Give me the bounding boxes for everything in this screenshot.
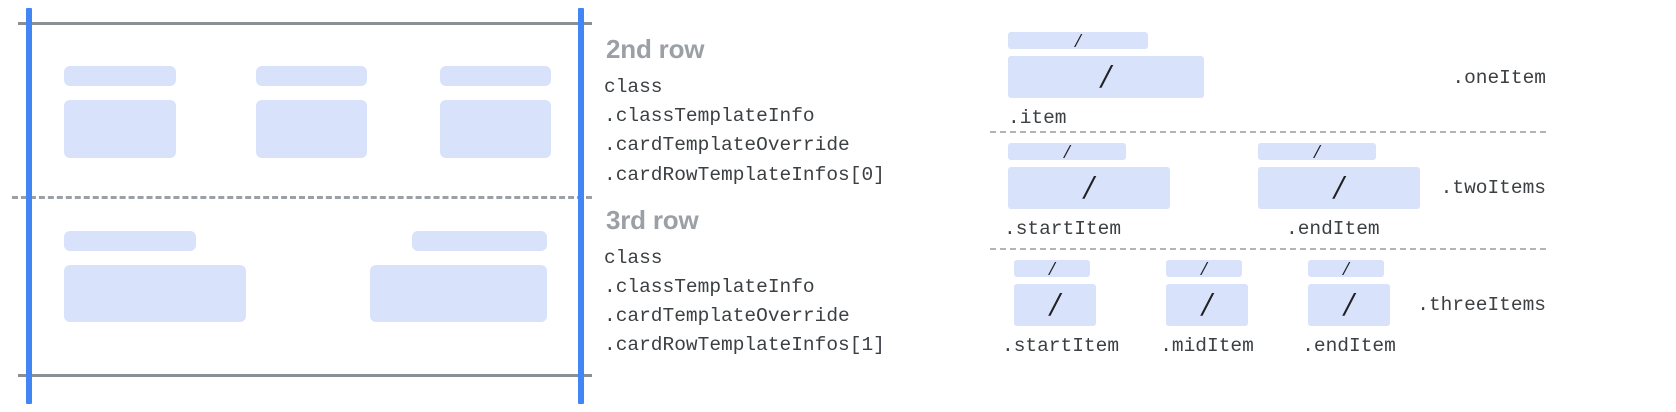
slash-glyph: / — [1075, 32, 1081, 49]
left-guide-line — [26, 8, 32, 404]
three-items-mid-sub-label: .midItem — [1160, 335, 1254, 357]
slash-glyph: / — [1084, 169, 1094, 206]
row2-col1-content-block — [64, 100, 176, 158]
row-2-code-line-3: .cardTemplateOverride — [604, 134, 850, 156]
row-3-title: 3rd row — [606, 205, 699, 235]
three-items-group-label: .threeItems — [1417, 294, 1546, 316]
slash-glyph: / — [1314, 143, 1320, 160]
one-item-group: / / .item .oneItem — [990, 0, 1550, 129]
start-item-label-bar: / — [1008, 143, 1126, 160]
row3-col1-content-block — [64, 265, 246, 322]
one-item-label-bar: / — [1008, 32, 1148, 49]
row-2-code-line-4: .cardRowTemplateInfos[0] — [604, 164, 885, 186]
two-items-start-cell: / / — [1008, 143, 1170, 209]
slash-glyph: / — [1101, 58, 1111, 95]
group-separator-1 — [990, 131, 1546, 133]
card-bottom-border — [18, 374, 592, 377]
right-guide-line — [578, 8, 584, 404]
row3-col2-label-block — [412, 231, 547, 251]
two-items-group-label: .twoItems — [1440, 177, 1546, 199]
row3-col1-label-block — [64, 231, 196, 251]
start-item-content-bar: / — [1008, 167, 1170, 209]
one-item-group-label: .oneItem — [1452, 67, 1546, 89]
slash-glyph: / — [1049, 260, 1055, 277]
card-layout-preview — [0, 0, 600, 412]
row-2-title: 2nd row — [606, 34, 705, 64]
mid-item-content-bar: / — [1166, 284, 1248, 326]
end-item-content-bar: / — [1258, 167, 1420, 209]
row-annotations: 2nd row class .classTemplateInfo .cardTe… — [600, 0, 990, 412]
row-3-code-line-1: class — [604, 247, 663, 269]
row2-col2-content-block — [256, 100, 367, 158]
one-item-sub-label: .item — [1008, 107, 1067, 129]
item-template-legend: / / .item .oneItem / / .startItem — [990, 0, 1676, 412]
one-item-content-bar: / — [1008, 56, 1204, 98]
row3-col2-content-block — [370, 265, 547, 322]
start-item-content-bar: / — [1014, 284, 1096, 326]
slash-glyph: / — [1334, 169, 1344, 206]
row2-col1-label-block — [64, 66, 176, 86]
end-item-label-bar: / — [1258, 143, 1376, 160]
row-2-code-line-2: .classTemplateInfo — [604, 105, 815, 127]
row2-col3-label-block — [440, 66, 551, 86]
slash-glyph: / — [1201, 260, 1207, 277]
group-separator-2 — [990, 248, 1546, 250]
row-3-code-line-4: .cardRowTemplateInfos[1] — [604, 334, 885, 356]
slash-glyph: / — [1202, 286, 1212, 323]
row-divider-dashed — [12, 196, 592, 199]
end-item-content-bar: / — [1308, 284, 1390, 326]
slash-glyph: / — [1050, 286, 1060, 323]
row-3-code-line-2: .classTemplateInfo — [604, 276, 815, 298]
two-items-end-cell: / / — [1258, 143, 1420, 209]
slash-glyph: / — [1343, 260, 1349, 277]
mid-item-label-bar: / — [1166, 260, 1242, 277]
three-items-group: / / .startItem / / .midItem / — [990, 250, 1550, 365]
one-item-cell: / / — [1008, 32, 1204, 98]
row-3-code-line-3: .cardTemplateOverride — [604, 305, 850, 327]
three-items-start-cell: / / — [1014, 260, 1096, 326]
row-2-code-line-1: class — [604, 76, 663, 98]
slash-glyph: / — [1064, 143, 1070, 160]
slash-glyph: / — [1344, 286, 1354, 323]
card-top-border — [18, 22, 592, 25]
three-items-mid-cell: / / — [1166, 260, 1248, 326]
two-items-group: / / .startItem / / .endItem .twoItems — [990, 133, 1550, 248]
two-items-start-sub-label: .startItem — [1004, 218, 1122, 240]
three-items-end-cell: / / — [1308, 260, 1390, 326]
three-items-end-sub-label: .endItem — [1302, 335, 1396, 357]
three-items-start-sub-label: .startItem — [1002, 335, 1120, 357]
end-item-label-bar: / — [1308, 260, 1384, 277]
row2-col2-label-block — [256, 66, 367, 86]
row2-col3-content-block — [440, 100, 551, 158]
two-items-end-sub-label: .endItem — [1286, 218, 1380, 240]
start-item-label-bar: / — [1014, 260, 1090, 277]
